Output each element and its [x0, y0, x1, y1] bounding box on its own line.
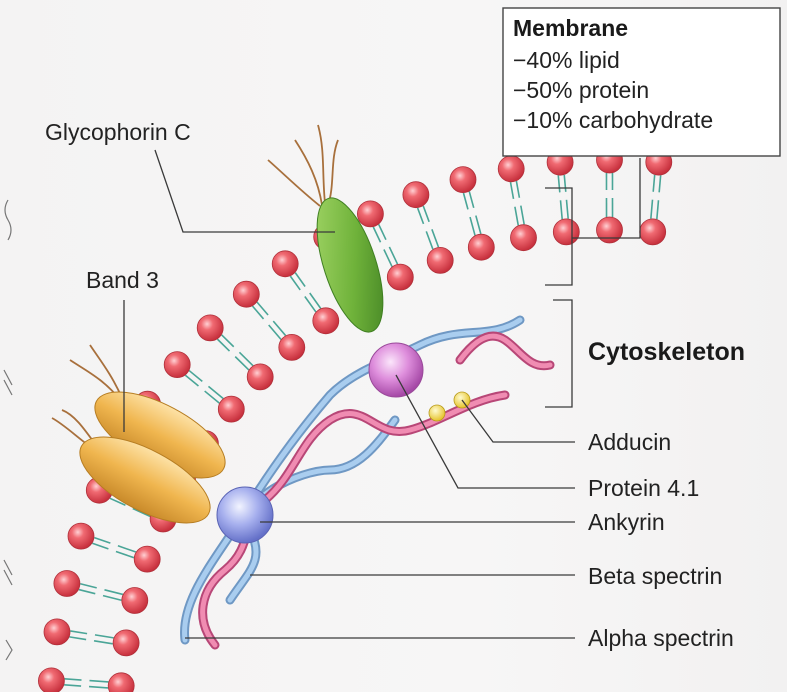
lipid-head [357, 201, 383, 227]
lipid-head [164, 352, 190, 378]
membrane-protein-line: −50% protein [513, 77, 649, 103]
protein-4-1-sphere [369, 343, 423, 397]
lipid-head [511, 225, 537, 251]
lipid-tail [94, 538, 110, 544]
cytoskeleton-bracket [545, 300, 572, 407]
alpha-spectrin-label: Alpha spectrin [588, 625, 734, 651]
lipid-tail [510, 182, 513, 199]
lipid-head [134, 546, 160, 572]
lipid-tail [651, 200, 653, 219]
lipid-tail [104, 590, 122, 595]
lipid-head [108, 673, 134, 692]
lipid-head [218, 396, 244, 422]
lipid-head [233, 281, 259, 307]
edge-artifacts [4, 200, 12, 660]
lipid-tail [521, 206, 524, 225]
membrane-composition-box: Membrane −40% lipid −50% protein −10% ca… [503, 8, 780, 156]
lipid-head [387, 264, 413, 290]
lipid-tail [384, 249, 392, 266]
lipid-head [403, 182, 429, 208]
protein-4-1-label: Protein 4.1 [588, 475, 699, 501]
lipid-tail [432, 229, 439, 247]
lipid-tail [89, 681, 108, 682]
lipid-head [597, 217, 623, 243]
lipid-tail [64, 685, 81, 686]
lipid-head [450, 167, 476, 193]
lipid-head [54, 571, 80, 597]
lipid-tail [79, 590, 95, 594]
lipid-head [279, 334, 305, 360]
lipid-tail [558, 175, 560, 192]
lipid-head [553, 219, 579, 245]
beta-spectrin-strand [185, 320, 520, 640]
lipid-tail [561, 200, 563, 219]
adducin-label: Adducin [588, 429, 671, 455]
lipid-tail [373, 227, 380, 242]
lipid-tail [653, 175, 654, 192]
lipid-head [427, 247, 453, 273]
cytoskeleton-label: Cytoskeleton [588, 338, 745, 366]
lipid-head [468, 234, 494, 260]
lipid-tail [476, 216, 481, 234]
lipid-tail [659, 175, 660, 192]
lipid-tail [65, 679, 82, 680]
membrane-box-title: Membrane [513, 15, 628, 41]
lipid-tail [103, 596, 121, 601]
lipid-tail [118, 546, 136, 552]
lipid-tail [80, 584, 96, 588]
lipid-head [122, 588, 148, 614]
lipid-tail [657, 200, 659, 219]
lipid-head [640, 219, 666, 245]
lipid-head [498, 156, 524, 182]
lipid-tail [418, 208, 424, 224]
lipid-tail [515, 207, 518, 226]
lipid-head [197, 315, 223, 341]
ankyrin-sphere [217, 487, 273, 543]
lipid-tail [69, 637, 86, 640]
lipid-tail [566, 200, 568, 219]
lipid-head [68, 523, 94, 549]
lipid-tail [95, 635, 114, 638]
lipid-tail [379, 224, 386, 239]
lipid-tail [564, 175, 566, 192]
lipid-tail [92, 543, 108, 549]
membrane-carbohydrate-line: −10% carbohydrate [513, 107, 713, 133]
lipid-head [44, 619, 70, 645]
lipid-head [38, 668, 64, 692]
lipid-tail [516, 181, 519, 198]
glycophorin-c-label: Glycophorin C [45, 119, 191, 145]
lipid-head [113, 630, 139, 656]
band-3-label: Band 3 [86, 267, 159, 293]
lipid-tail [70, 631, 87, 634]
lipid-tail [389, 247, 397, 264]
lipid-tail [470, 217, 475, 235]
lipid-tail [94, 641, 113, 644]
lipid-tail [116, 551, 134, 557]
adducin-dot-1 [429, 405, 445, 421]
lipid-tail [469, 191, 473, 207]
lipid-head [272, 251, 298, 277]
lipid-tail [463, 193, 467, 209]
band-3-protein [52, 345, 238, 540]
ankyrin-label: Ankyrin [588, 509, 665, 535]
lipid-tail [89, 687, 108, 688]
beta-spectrin-label: Beta spectrin [588, 563, 722, 589]
lipid-head [313, 308, 339, 334]
lipid-head [247, 364, 273, 390]
membrane-lipid-line: −40% lipid [513, 47, 620, 73]
lipid-tail [426, 231, 433, 249]
lipid-tail [423, 206, 429, 222]
